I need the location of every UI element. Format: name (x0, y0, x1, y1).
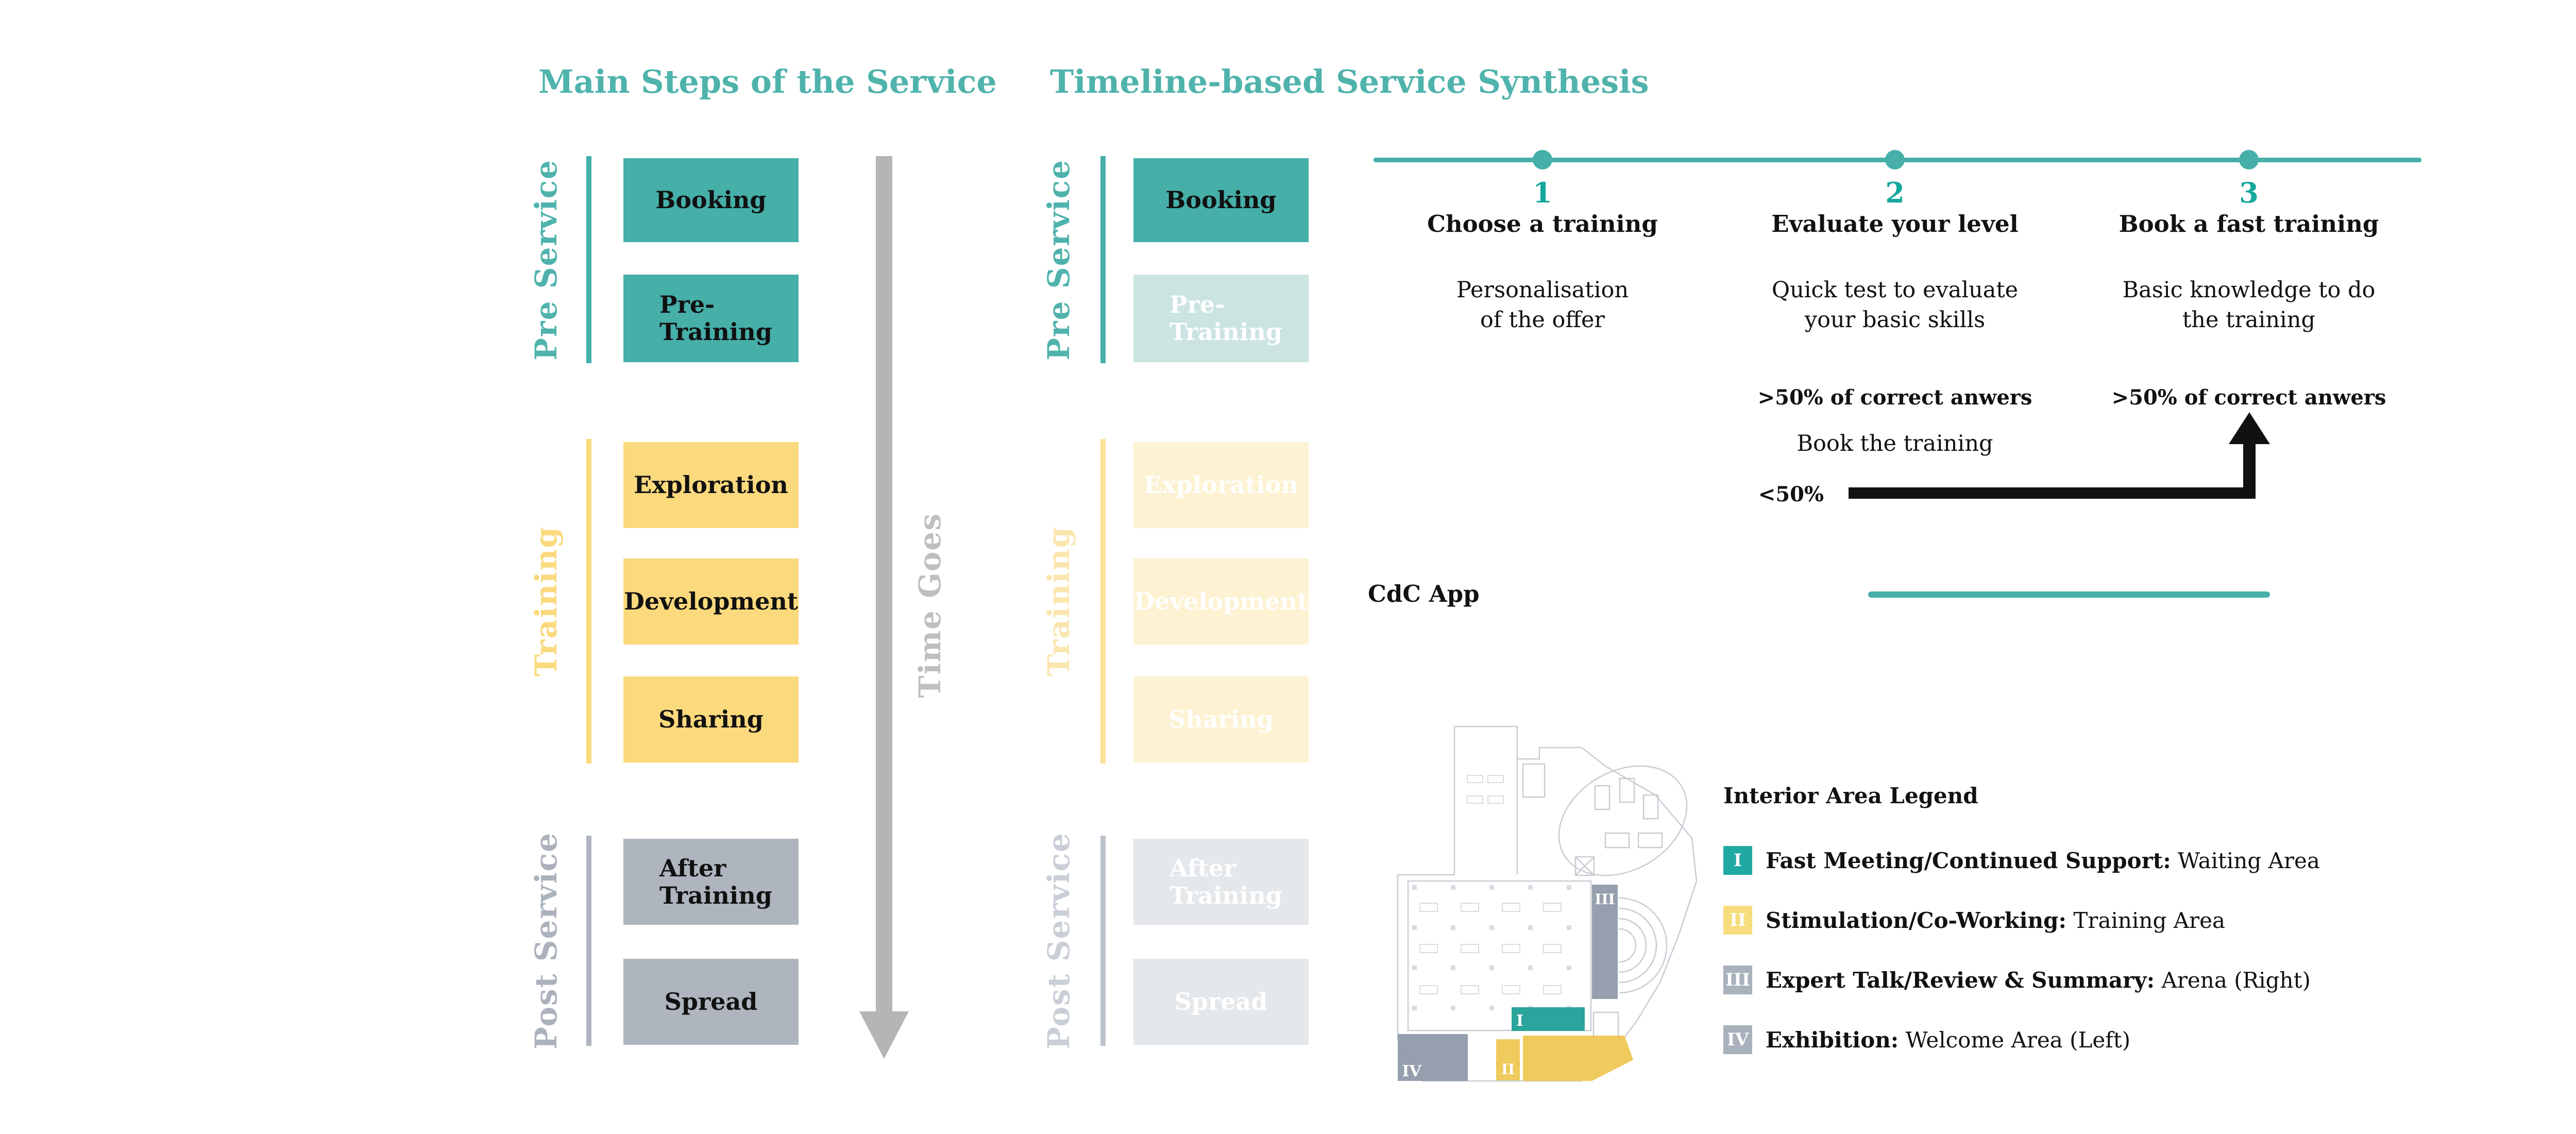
legend-swatch-iv: IV (1723, 1025, 1752, 1054)
time-arrow-head-icon (859, 1011, 909, 1059)
stage-box-booking-right-active: Booking (1133, 158, 1309, 242)
stage-box-sharing-left: Sharing (623, 676, 799, 763)
section-label-post-service-right: Post Service (1041, 832, 1076, 1050)
timeline-step-1-description: Personalisation of the offer (1456, 277, 1629, 333)
retry-arrow-head-icon (2229, 412, 2270, 444)
floorplan-area-iii (1592, 885, 1618, 999)
legend-text-fast-meeting: Fast Meeting/Continued Support: Waiting … (1766, 848, 2320, 873)
timeline-step-2-description: Quick test to evaluate your basic skills (1771, 277, 2019, 333)
stage-box-exploration-left: Exploration (623, 442, 799, 528)
legend-swatch-iii: III (1723, 966, 1752, 994)
stage-box-exploration-right: Exploration (1133, 442, 1309, 528)
stage-box-spread-right: Spread (1133, 959, 1309, 1045)
stage-box-booking-left: Booking (623, 158, 799, 242)
timeline-step-3-description: Basic knowledge to do the training (2122, 277, 2376, 333)
stage-box-after-training-right: After Training (1133, 839, 1309, 925)
floorplan-area-label-i: I (1516, 1012, 1523, 1030)
timeline-dot-2 (1885, 150, 1905, 170)
timeline-step-3-number: 3 (2239, 176, 2259, 209)
cdc-app-span-line (1868, 591, 2270, 598)
time-arrow-shaft (876, 156, 892, 1011)
section-line-training-left (586, 439, 591, 764)
floorplan-area-label-ii: II (1501, 1061, 1515, 1078)
legend-text-expert-talk: Expert Talk/Review & Summary: Arena (Rig… (1766, 967, 2311, 993)
legend-item-stimulation: II Stimulation/Co-Working: Training Area (1723, 906, 2225, 935)
timeline-step-2-title: Evaluate your level (1771, 210, 2019, 238)
section-label-training-right: Training (1041, 526, 1076, 677)
section-label-pre-service-left: Pre Service (529, 159, 564, 361)
timeline-step-1-number: 1 (1533, 176, 1552, 209)
right-panel-title: Timeline-based Service Synthesis (1050, 63, 1649, 100)
stage-box-pre-training-left: Pre- Training (623, 275, 799, 362)
floorplan-area-label-iii: III (1595, 891, 1615, 908)
timeline-step-2-number: 2 (1885, 176, 1905, 209)
timeline-dot-3 (2239, 150, 2259, 170)
time-goes-label: Time Goes (912, 513, 947, 698)
floorplan-area-iv (1398, 1034, 1468, 1081)
floorplan: III I II IV (1397, 725, 1698, 1082)
legend-swatch-ii: II (1723, 906, 1752, 935)
floorplan-area-ii-tab (1496, 1039, 1520, 1080)
floorplan-area-i (1512, 1007, 1585, 1031)
timeline-dot-1 (1533, 150, 1552, 170)
timeline-step-1-title: Choose a training (1427, 210, 1658, 238)
timeline-step-3-title: Book a fast training (2119, 210, 2379, 238)
pass-note-step-3: >50% of correct anwers (2111, 385, 2386, 410)
floorplan-arena-arcs (1619, 897, 1668, 994)
stage-box-after-training-left: After Training (623, 839, 799, 925)
legend-text-exhibition: Exhibition: Welcome Area (Left) (1766, 1027, 2131, 1053)
legend-item-expert-talk: III Expert Talk/Review & Summary: Arena … (1723, 966, 2311, 994)
legend-title: Interior Area Legend (1723, 783, 1978, 808)
section-label-training-left: Training (529, 526, 564, 677)
section-label-post-service-left: Post Service (529, 832, 564, 1050)
floorplan-area-ii (1523, 1036, 1633, 1081)
section-line-training-right (1100, 439, 1106, 764)
pass-action-label: Book the training (1797, 431, 1993, 456)
stage-box-pre-training-right: Pre- Training (1133, 275, 1309, 362)
section-line-pre-service-right (1100, 156, 1106, 363)
legend-swatch-i: I (1723, 846, 1752, 875)
cdc-app-label: CdC App (1368, 580, 1480, 607)
section-label-pre-service-right: Pre Service (1041, 159, 1076, 361)
stage-box-development-right: Development (1133, 558, 1309, 645)
legend-text-stimulation: Stimulation/Co-Working: Training Area (1766, 907, 2226, 933)
stage-box-spread-left: Spread (623, 959, 799, 1045)
retry-arrow-vertical (2243, 444, 2256, 499)
legend-item-fast-meeting: I Fast Meeting/Continued Support: Waitin… (1723, 846, 2320, 875)
left-panel-title: Main Steps of the Service (538, 63, 997, 100)
legend-item-exhibition: IV Exhibition: Welcome Area (Left) (1723, 1025, 2130, 1054)
floorplan-area-label-iv: IV (1402, 1062, 1421, 1080)
stage-box-sharing-right: Sharing (1133, 676, 1309, 763)
fail-note-label: <50% (1758, 482, 1824, 506)
section-line-post-service-left (586, 836, 591, 1046)
stage-box-development-left: Development (623, 558, 799, 645)
pass-note-step-2: >50% of correct anwers (1757, 385, 2032, 410)
section-line-post-service-right (1100, 836, 1106, 1046)
section-line-pre-service-left (586, 156, 591, 363)
retry-arrow-horizontal (1849, 487, 2256, 499)
